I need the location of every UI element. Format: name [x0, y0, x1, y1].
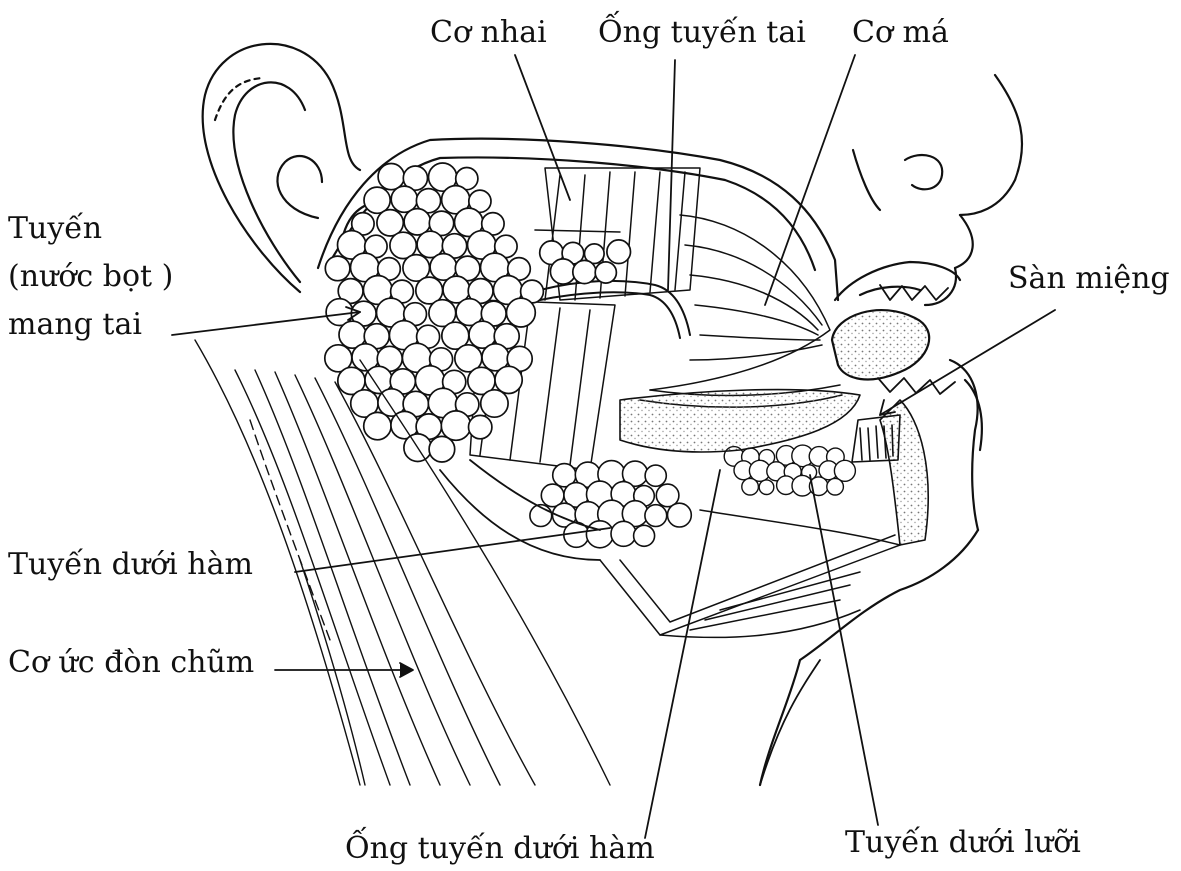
leader-co-ma	[765, 55, 855, 305]
gland-lobule	[668, 503, 692, 527]
label-tuyen-mang-tai-1: Tuyến	[8, 212, 102, 246]
label-san-mieng: Sàn miệng	[1008, 262, 1170, 296]
tongue	[832, 310, 929, 379]
gland-lobule	[607, 240, 631, 264]
gland-lobule	[645, 465, 666, 486]
gland-lobule	[634, 525, 655, 546]
gland-lobule	[550, 259, 575, 284]
gland-lobule	[645, 505, 667, 527]
gland-lobule	[364, 412, 391, 439]
label-co-nhai: Cơ nhai	[430, 16, 547, 50]
gland-lobule	[742, 478, 759, 495]
label-tuyen-duoi-ham: Tuyến dưới hàm	[8, 548, 253, 582]
label-co-ma: Cơ má	[852, 16, 949, 50]
gland-lobule	[573, 260, 596, 283]
floor-of-mouth	[620, 390, 860, 452]
gland-lobule	[325, 256, 350, 281]
gland-lobule	[495, 366, 522, 393]
gland-lobule	[507, 298, 536, 327]
gland-lobule	[441, 411, 470, 440]
gland-lobule	[481, 390, 508, 417]
label-tuyen-mang-tai-3: mang tai	[8, 308, 142, 342]
leader-tuyen-duoi-luoi	[810, 475, 878, 825]
submandibular-gland	[530, 461, 691, 548]
label-ong-tuyen-duoi-ham: Ống tuyến dưới hàm	[345, 832, 655, 866]
gland-lobule	[378, 164, 404, 190]
leader-co-nhai	[515, 55, 570, 200]
arrow-heads	[400, 663, 413, 677]
gland-lobule	[595, 262, 616, 283]
label-tuyen-duoi-luoi: Tuyến dưới lưỡi	[845, 826, 1081, 860]
label-co-uc-don-chum: Cơ ức đòn chũm	[8, 646, 254, 680]
sublingual-gland	[724, 445, 855, 496]
label-ong-tuyen-tai: Ống tuyến tai	[598, 16, 806, 50]
gland-lobule	[429, 436, 455, 462]
parotid-gland	[325, 163, 631, 462]
mandible-front	[852, 400, 928, 545]
gland-lobule	[611, 521, 636, 546]
gland-lobule	[469, 415, 492, 438]
leader-ong-tuyen-tai	[668, 60, 675, 290]
gland-lobule	[759, 480, 774, 495]
leader-tuyen-duoi-ham	[295, 528, 610, 572]
label-tuyen-mang-tai-2: (nước bọt )	[8, 260, 173, 294]
gland-lobule	[586, 521, 613, 548]
gland-lobule	[827, 478, 844, 495]
